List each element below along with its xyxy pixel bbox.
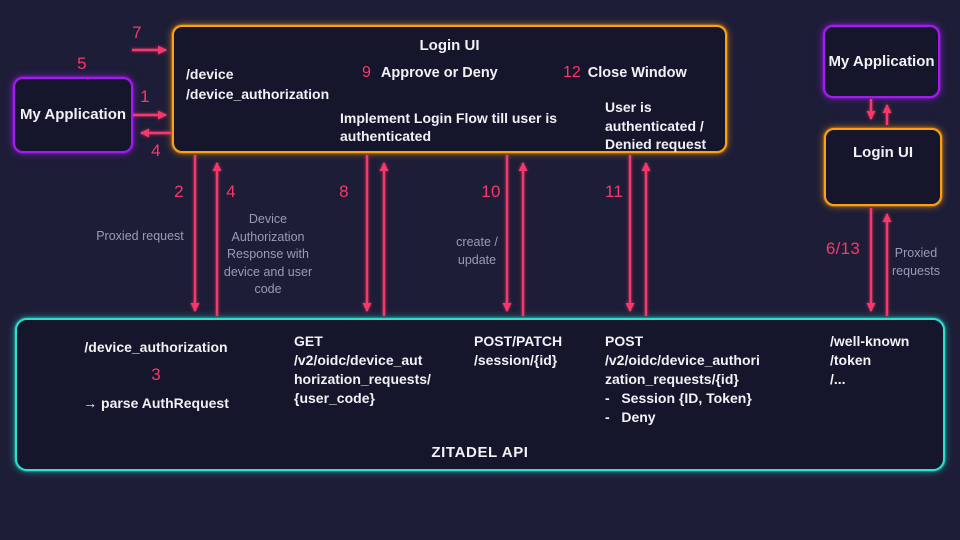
zitadel-get-endpoint: GET /v2/oidc/device_aut horization_reque… bbox=[294, 333, 431, 406]
step4-number-up: 4 bbox=[226, 182, 236, 201]
step10-number: 10 bbox=[481, 182, 501, 201]
step12-label: Close Window bbox=[587, 65, 687, 81]
zitadel-api-title: ZITADEL API bbox=[431, 444, 529, 461]
step1-number: 1 bbox=[140, 87, 150, 106]
step12-number: 12 bbox=[563, 64, 581, 81]
step11-number: 11 bbox=[604, 182, 624, 201]
parse-authrequest-note: → parse AuthRequest bbox=[83, 395, 229, 411]
node-login-ui-right: Login UI bbox=[824, 128, 942, 206]
proxied-request-note: Proxied request bbox=[96, 229, 184, 243]
implement-flow-note: Implement Login Flow till user is authen… bbox=[340, 110, 558, 144]
device-auth-response-note: Device Authorization Response with devic… bbox=[223, 212, 313, 296]
node-zitadel-api: /device_authorization 3 → parse AuthRequ… bbox=[15, 318, 945, 471]
zitadel-post-endpoint: POST /v2/oidc/device_authori zation_requ… bbox=[605, 333, 760, 425]
step9-row: 9 Approve or Deny bbox=[362, 64, 498, 82]
step7-number: 7 bbox=[132, 23, 142, 42]
create-update-note: create / update bbox=[456, 235, 498, 267]
node-my-application-right: My Application bbox=[823, 25, 940, 98]
zitadel-wellknown-endpoint: /well-known /token /... bbox=[830, 333, 910, 387]
step2-number: 2 bbox=[174, 182, 184, 201]
step9-number: 9 bbox=[362, 64, 371, 81]
zitadel-device-auth-column: /device_authorization 3 → parse AuthRequ… bbox=[46, 338, 266, 413]
step12-row: 12 Close Window bbox=[563, 64, 687, 82]
node-label: My Application bbox=[19, 106, 127, 123]
step5-number: 5 bbox=[77, 54, 87, 73]
node-my-application-left: My Application bbox=[13, 77, 133, 153]
step9-label: Approve or Deny bbox=[380, 65, 498, 81]
step4-number-return: 4 bbox=[151, 141, 161, 160]
proxied-requests-note: Proxied requests bbox=[892, 246, 940, 278]
login-ui-title: Login UI bbox=[419, 37, 480, 54]
step8-number: 8 bbox=[339, 182, 349, 201]
node-login-ui-main: /device /device_authorization Login UI 9… bbox=[172, 25, 727, 153]
endpoint-device-authorization: /device_authorization bbox=[186, 86, 330, 102]
step3-number: 3 bbox=[151, 365, 161, 384]
endpoint-device-authorization: /device_authorization bbox=[84, 339, 228, 355]
node-label: My Application bbox=[828, 52, 935, 70]
endpoint-device: /device bbox=[186, 66, 234, 82]
user-state-note: User is authenticated / Denied request bbox=[605, 99, 707, 152]
zitadel-session-endpoint: POST/PATCH /session/{id} bbox=[474, 333, 563, 368]
step6-13-number: 6/13 bbox=[825, 239, 861, 258]
node-label: Login UI bbox=[853, 144, 913, 161]
